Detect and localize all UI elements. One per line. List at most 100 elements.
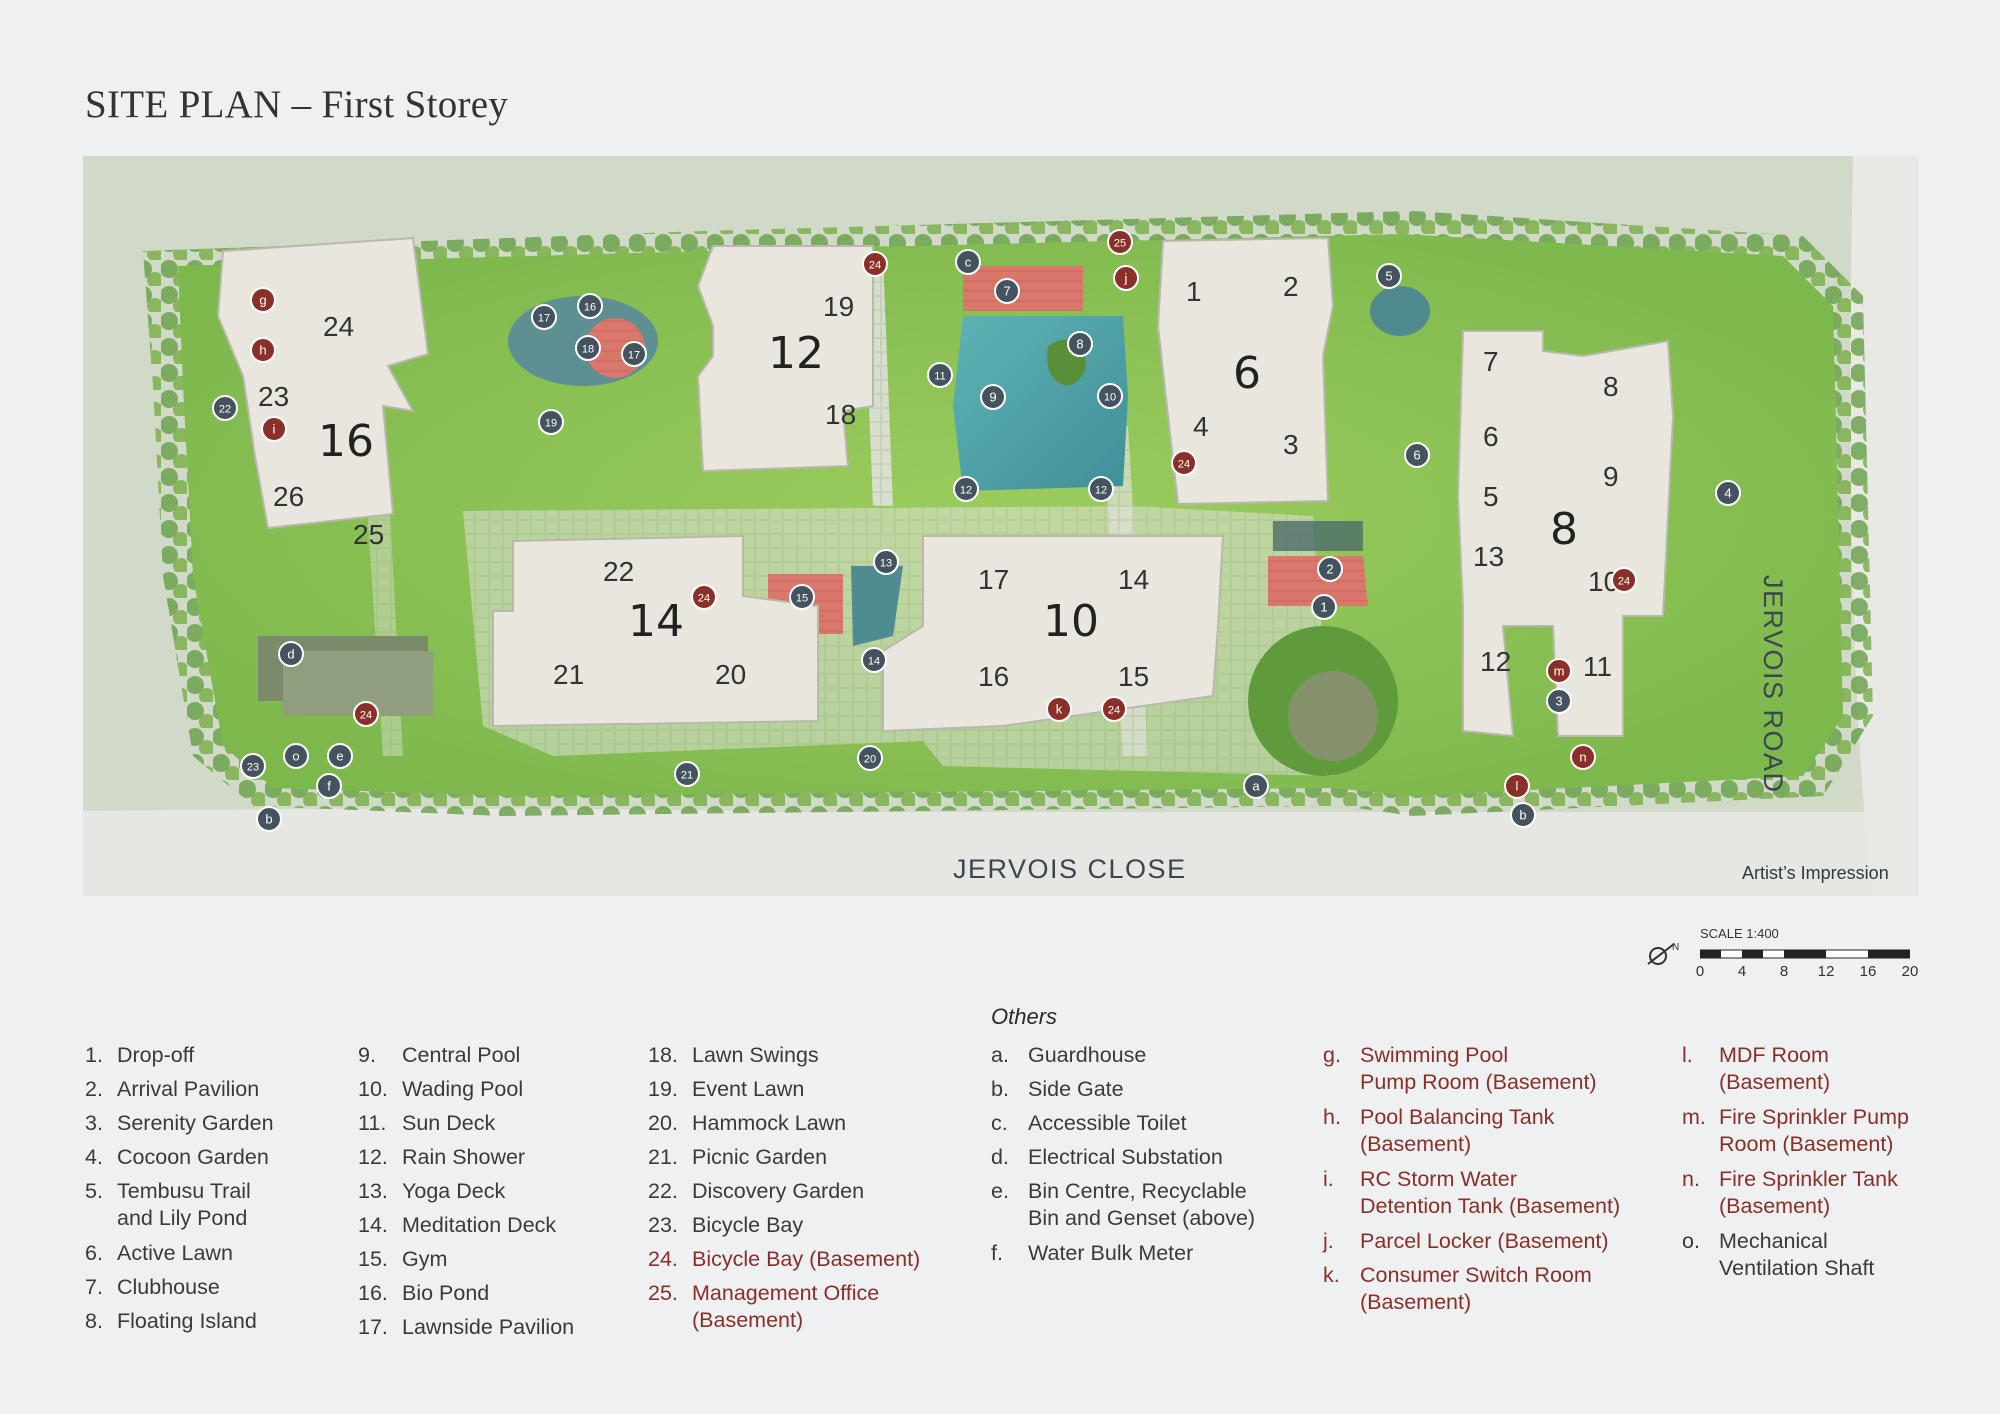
- unit-23: 23: [258, 381, 289, 412]
- svg-text:h: h: [259, 343, 266, 358]
- legend-item: f.Water Bulk Meter: [991, 1236, 1255, 1270]
- svg-text:o: o: [292, 749, 299, 764]
- legend-item-label: Hammock Lawn: [692, 1111, 847, 1135]
- legend-item-key: k.: [1323, 1263, 1340, 1287]
- legend-item-key: 11.: [358, 1111, 387, 1135]
- svg-text:24: 24: [698, 593, 710, 605]
- legend-item: 3.Serenity Garden: [85, 1106, 274, 1140]
- legend-item-key: 8.: [85, 1309, 103, 1333]
- block-14-number: 14: [628, 596, 684, 647]
- marker-8: 8: [1067, 331, 1093, 357]
- legend-item: 23. Bicycle Bay: [648, 1208, 920, 1242]
- unit-21: 21: [553, 659, 584, 690]
- unit-2: 2: [1283, 271, 1299, 302]
- svg-text:3: 3: [1555, 694, 1562, 709]
- marker-h: h: [250, 337, 276, 363]
- legend-item-key: n.: [1682, 1167, 1700, 1191]
- legend-item: 6.Active Lawn: [85, 1236, 274, 1270]
- unit-25: 25: [353, 519, 384, 550]
- svg-text:5: 5: [1385, 269, 1392, 284]
- svg-text:f: f: [327, 779, 331, 794]
- unit-7: 7: [1483, 346, 1499, 377]
- legend-item-key: c.: [991, 1111, 1008, 1135]
- legend-item-label: Clubhouse: [117, 1275, 220, 1299]
- svg-text:13: 13: [880, 558, 892, 570]
- marker-5: 5: [1376, 263, 1402, 289]
- unit-11: 11: [1583, 651, 1612, 682]
- unit-13: 13: [1473, 541, 1504, 572]
- block-10: [882, 535, 1225, 733]
- legend-item-key: i.: [1323, 1167, 1334, 1191]
- unit-1: 1: [1186, 276, 1202, 307]
- legend-item-key: h.: [1323, 1105, 1341, 1129]
- svg-text:a: a: [1252, 779, 1260, 794]
- legend-item: 21.Picnic Garden: [648, 1140, 920, 1174]
- svg-text:24: 24: [360, 710, 372, 722]
- legend-item-key: 13.: [358, 1179, 388, 1203]
- svg-text:k: k: [1056, 702, 1063, 717]
- legend-item-key: 23.: [648, 1213, 678, 1237]
- legend-item-label: Drop-off: [117, 1043, 195, 1067]
- legend-item-key: 24.: [648, 1247, 678, 1271]
- marker-o: o: [283, 743, 309, 769]
- svg-text:14: 14: [868, 656, 880, 668]
- marker-24: 24: [1171, 450, 1197, 476]
- legend-item-label: Picnic Garden: [692, 1145, 828, 1169]
- marker-11: 11: [927, 362, 953, 388]
- scale-tick: 16: [1859, 963, 1877, 980]
- legend-item-label: Bicycle Bay (Basement): [692, 1247, 921, 1271]
- svg-text:2: 2: [1326, 562, 1333, 577]
- legend-item-key: 2.: [85, 1077, 103, 1101]
- legend-item: 1.Drop-off: [85, 1038, 274, 1072]
- legend-item: 2. Arrival Pavilion: [85, 1072, 274, 1106]
- svg-text:12: 12: [1095, 485, 1107, 497]
- legend-item-key: 25.: [648, 1281, 678, 1305]
- svg-text:19: 19: [545, 418, 557, 430]
- legend-item: 25.Management Office(Basement): [648, 1276, 920, 1338]
- road-label-east: JERVOIS ROAD: [1758, 575, 1788, 794]
- legend-item-label: Bicycle Bay: [692, 1213, 804, 1237]
- marker-18: 18: [575, 335, 601, 361]
- legend-item-label: Gym: [402, 1247, 448, 1271]
- legend-item-label: Guardhouse: [1028, 1043, 1147, 1067]
- arrival-pavilion: [1268, 556, 1368, 606]
- unit-5: 5: [1483, 481, 1499, 512]
- legend-item-key: 7.: [85, 1275, 103, 1299]
- legend-item-label: Electrical Substation: [1028, 1145, 1223, 1169]
- legend-item-key: f.: [991, 1241, 1003, 1265]
- legend-item-label: Serenity Garden: [117, 1111, 274, 1135]
- scale-tick: 4: [1737, 963, 1747, 980]
- block-8-number: 8: [1550, 504, 1578, 555]
- legend-item-key: 20.: [648, 1111, 678, 1135]
- svg-text:22: 22: [219, 404, 231, 416]
- unit-8: 8: [1603, 371, 1619, 402]
- block-6: [1156, 236, 1335, 506]
- legend-item-label: Arrival Pavilion: [117, 1077, 260, 1101]
- scale-tick: 8: [1779, 963, 1789, 980]
- others-heading: Others: [991, 1004, 1058, 1029]
- scale-bar: [1700, 949, 1910, 959]
- legend-item: 24. Bicycle Bay (Basement): [648, 1242, 920, 1276]
- marker-12: 12: [1088, 476, 1114, 502]
- svg-text:4: 4: [1724, 486, 1731, 501]
- marker-19: 19: [538, 409, 564, 435]
- svg-text:N: N: [1672, 942, 1679, 953]
- marker-24: 24: [1611, 567, 1637, 593]
- marker-23: 23: [240, 753, 266, 779]
- legend-item-label: Discovery Garden: [692, 1179, 865, 1203]
- legend-item-label: Sun Deck: [402, 1111, 496, 1135]
- legend-item: 4.Cocoon Garden: [85, 1140, 274, 1174]
- marker-24: 24: [691, 584, 717, 610]
- legend-item-label: Fire Sprinkler Tank(Basement): [1719, 1167, 1898, 1218]
- marker-l: l: [1504, 773, 1530, 799]
- legend-item: k.Consumer Switch Room(Basement): [1323, 1258, 1620, 1320]
- legend-item-key: 12.: [358, 1145, 388, 1169]
- marker-e: e: [327, 743, 353, 769]
- legend-item-label: Meditation Deck: [402, 1213, 557, 1237]
- marker-b: b: [256, 806, 282, 832]
- svg-text:9: 9: [989, 390, 996, 405]
